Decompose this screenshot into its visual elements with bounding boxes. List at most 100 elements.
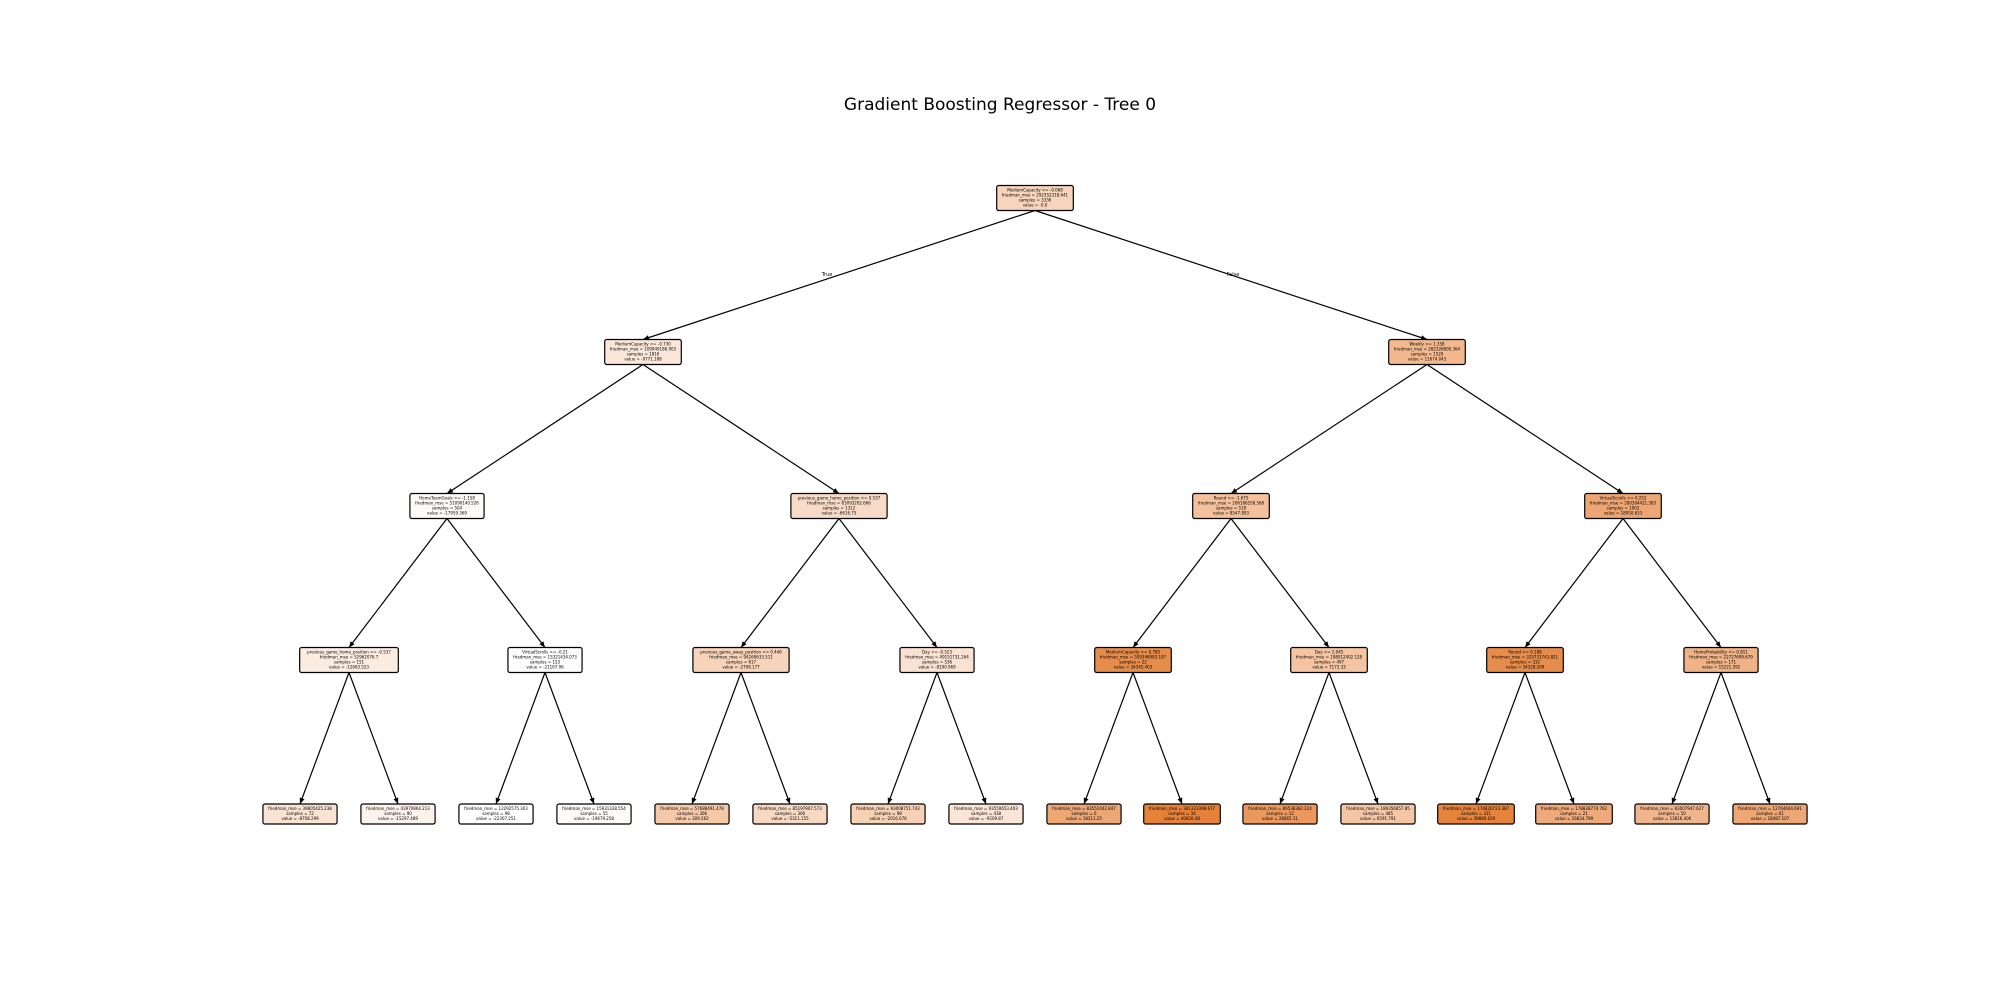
edge-arrowhead <box>1279 797 1285 804</box>
edge-arrowhead <box>741 641 747 648</box>
node-text-line: friedman_mse = 52962076.7 <box>320 655 379 660</box>
node-text-line: previous_game_home_position <= 0.537 <box>798 496 881 501</box>
edge-arrowhead <box>349 641 355 648</box>
node-text-line: friedman_mse = 174820723.387 <box>1443 806 1510 811</box>
node-box <box>556 803 632 825</box>
edge-arrowhead <box>1231 488 1238 494</box>
tree-edge <box>1034 209 1428 341</box>
node-text-line: samples = 497 <box>1314 660 1345 665</box>
edge-arrowhead <box>495 797 501 804</box>
edge-arrowhead <box>1765 797 1771 804</box>
node-text-line: value = -17959.369 <box>427 511 467 516</box>
tree-edge <box>1720 672 1771 805</box>
node-text-line: value = 34345.403 <box>1114 665 1153 670</box>
node-text-line: value = -19679.258 <box>574 816 614 821</box>
node-box <box>692 646 790 674</box>
node-text-line: friedman_mse = 89538382.224 <box>1248 806 1312 811</box>
node-box <box>1388 338 1466 366</box>
node-text-line: value = -2708.177 <box>722 665 760 670</box>
node-text-line: friedman_mse = 93550653.403 <box>954 806 1018 811</box>
tree-edge <box>446 363 644 495</box>
node-text-line: value = 34328.209 <box>1506 665 1545 670</box>
node-text-line: value = 39880.029 <box>1457 816 1496 821</box>
edge-arrowhead <box>299 797 305 804</box>
node-text-line: value = -22307.251 <box>476 816 516 821</box>
tree-edge <box>642 363 840 495</box>
edge-arrowhead <box>1373 797 1379 804</box>
node-box <box>1242 803 1318 825</box>
node-box <box>1584 492 1662 520</box>
node-text-line: samples = 504 <box>432 506 463 511</box>
node-text-line: friedman_mse = 57688491.478 <box>660 806 724 811</box>
tree-edge <box>936 672 987 805</box>
tree-node-4: previous_game_home_position <= 0.537frie… <box>790 492 888 520</box>
node-text-line: samples = 1520 <box>1411 352 1444 357</box>
node-text-line: value = 13816.406 <box>1653 816 1692 821</box>
node-text-line: samples = 306 <box>677 811 708 816</box>
edge-arrowhead <box>539 641 545 648</box>
node-text-line: value = 8547.893 <box>1213 511 1249 516</box>
node-text-line: friedman_mse = 198012402.128 <box>1296 655 1363 660</box>
node-text-line: samples = 21 <box>1560 811 1588 816</box>
node-text-line: Weekly <= 1.358 <box>1409 342 1445 347</box>
node-text-line: value = -8708.299 <box>281 816 319 821</box>
tree-edge <box>1328 672 1379 805</box>
tree-edge <box>1083 672 1134 805</box>
node-box <box>299 646 399 674</box>
tree-node-9: previous_game_away_position <= 0.446frie… <box>692 646 790 674</box>
node-text-line: samples = 1002 <box>1607 506 1640 511</box>
node-text-line: samples = 485 <box>1363 811 1394 816</box>
node-text-line: samples = 153 <box>530 660 561 665</box>
node-text-line: value = 18950.633 <box>1604 511 1643 516</box>
node-text-line: samples = 518 <box>1216 506 1247 511</box>
node-text-line: samples = 22 <box>1119 660 1147 665</box>
node-text-line: samples = 306 <box>775 811 806 816</box>
edge-arrowhead <box>1323 641 1329 648</box>
node-box <box>850 803 926 825</box>
node-box <box>1535 803 1613 825</box>
node-text-line: Day <= -0.523 <box>922 650 952 655</box>
node-text-line: friedman_mse = 12764604.691 <box>1738 806 1802 811</box>
node-box <box>1683 646 1759 674</box>
node-text-line: value = 309.262 <box>675 816 709 821</box>
node-text-line: HomeProbability <= 0.811 <box>1694 650 1748 655</box>
node-text-line: friedman_mse = 206186558.568 <box>1198 501 1265 506</box>
node-box <box>1486 646 1564 674</box>
node-text-line: previous_game_away_position <= 0.446 <box>700 650 782 655</box>
node-text-line: samples = 3336 <box>1019 198 1052 203</box>
node-box <box>1094 646 1172 674</box>
node-text-line: value = -2016.076 <box>869 816 907 821</box>
node-text-line: friedman_mse = 178828774.762 <box>1541 806 1608 811</box>
node-text-line: friedman_mse = 93008751.743 <box>856 806 920 811</box>
tree-edge <box>1230 518 1330 648</box>
node-box <box>1192 492 1270 520</box>
node-text-line: friedman_mse = 325731743.821 <box>1492 655 1559 660</box>
tree-edge <box>1132 518 1232 648</box>
node-text-line: value = -9771.188 <box>624 357 662 362</box>
edge-arrowhead <box>931 641 937 648</box>
node-box <box>1290 646 1368 674</box>
node-text-line: samples = 12 <box>1266 811 1294 816</box>
node-box <box>409 492 485 520</box>
node-text-line: samples = 72 <box>286 811 314 816</box>
node-text-line: samples = 50 <box>1658 811 1686 816</box>
node-box <box>948 803 1024 825</box>
node-text-line: friedman_mse = 22727699.679 <box>1689 655 1753 660</box>
node-text-line: VirtualScrolls <= -0.21 <box>522 650 568 655</box>
tree-edge <box>1230 363 1428 495</box>
node-box <box>604 338 682 366</box>
node-text-line: MediumCapacity <= 0.785 <box>1106 650 1161 655</box>
edge-arrowhead <box>1177 797 1183 804</box>
